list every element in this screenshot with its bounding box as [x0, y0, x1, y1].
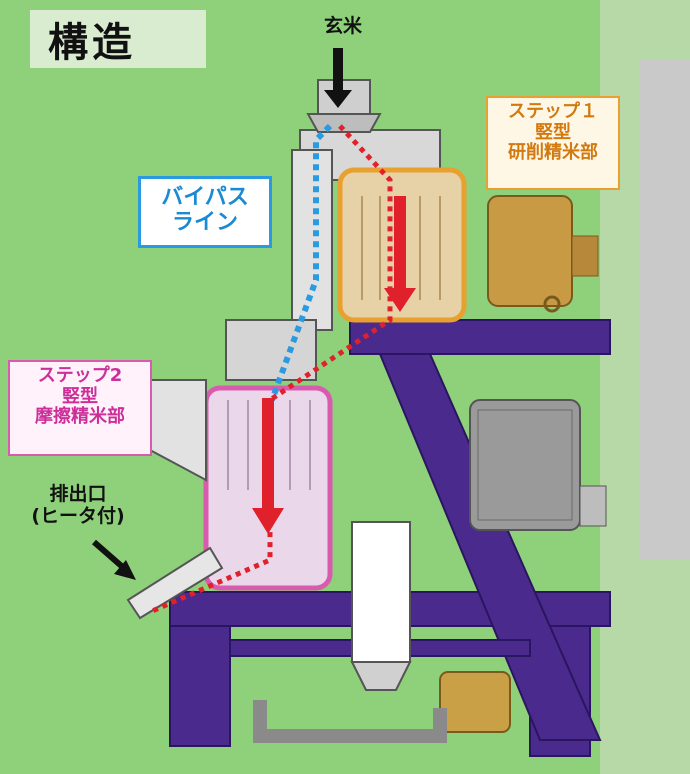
bypass-line-label: バイパス ライン	[138, 176, 272, 248]
outlet-arrow	[92, 539, 136, 580]
inlet-hopper	[306, 79, 382, 133]
upper-motor	[487, 195, 599, 313]
side-chute	[149, 379, 207, 482]
bypass-label-line2: ライン	[171, 210, 238, 236]
page-title: 構造	[48, 20, 136, 66]
bypass-label-line1: バイパス	[161, 185, 249, 210]
brown-rice-label: 玄米	[323, 15, 362, 37]
step1-flow-arrow	[384, 196, 416, 312]
lower-motor	[469, 399, 607, 531]
main-flow-path	[149, 124, 393, 615]
outlet-label-line2: (ヒータ付)	[31, 504, 125, 527]
step1-label-line2: 竪型	[535, 121, 571, 143]
central-discharge-unit	[350, 521, 412, 691]
step2-label-line1: ステップ2	[37, 365, 123, 386]
inlet-arrow	[324, 48, 352, 108]
step2-label-line3: 摩擦精米部	[35, 406, 125, 428]
step2-label-line2: 竪型	[62, 385, 98, 407]
outlet-label: 排出口 (ヒータ付)	[6, 483, 150, 528]
step2-label: ステップ2 竪型 摩擦精米部	[8, 360, 152, 456]
outlet-label-line1: 排出口	[49, 483, 107, 505]
blower-unit	[253, 671, 511, 743]
step2-flow-arrow	[252, 398, 284, 534]
step1-label-line3: 研削精米部	[508, 142, 598, 164]
base-frame	[169, 319, 611, 757]
step1-label: ステップ１ 竪型 研削精米部	[486, 96, 620, 190]
outlet-spout	[126, 546, 224, 620]
background-wall	[640, 60, 690, 560]
bypass-column	[291, 149, 333, 331]
bypass-flow-line	[269, 123, 333, 402]
title-background	[30, 10, 206, 68]
step1-label-line1: ステップ１	[508, 101, 598, 122]
